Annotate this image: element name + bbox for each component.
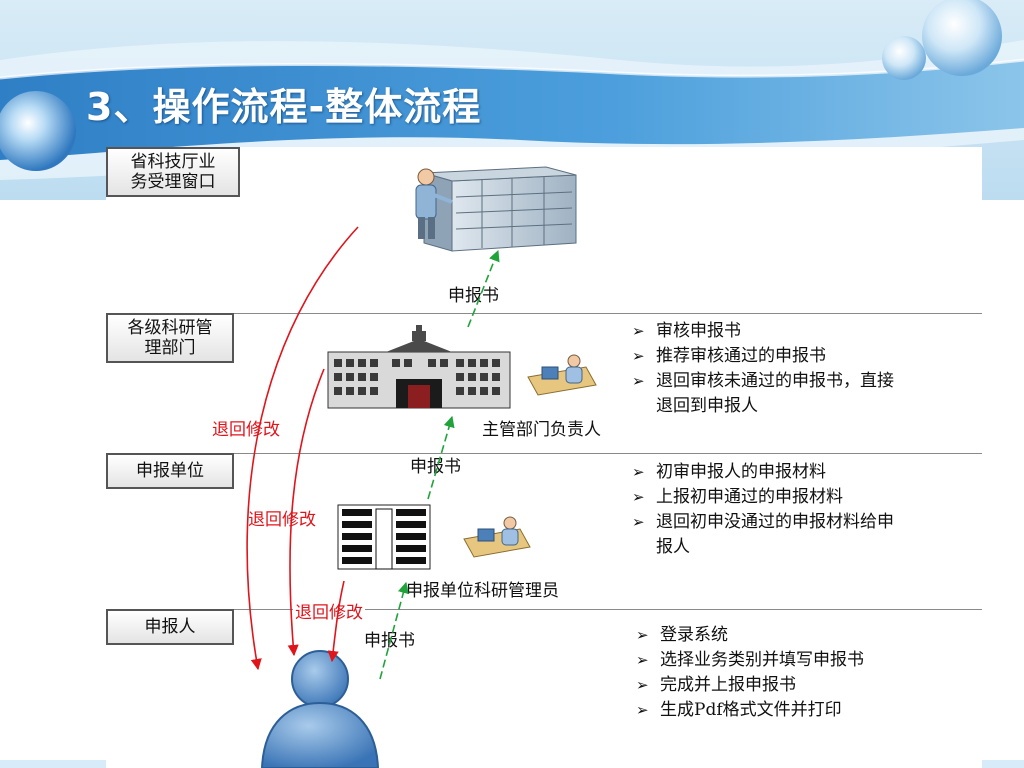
lane-label-applicant: 申报人 xyxy=(106,609,234,645)
return-arrow-unit xyxy=(327,580,345,663)
flow-label-doc-to-office: 申报书 xyxy=(448,286,499,306)
unit-admin-at-desk-icon xyxy=(463,516,531,558)
bullet-item: 退回初申没通过的申报材料给申 报人 xyxy=(632,510,972,560)
bullet-item: 登录系统 xyxy=(636,623,976,648)
bullet-item: 完成并上报申报书 xyxy=(636,673,976,698)
role-label-unit-admin: 申报单位科研管理员 xyxy=(406,581,559,601)
submit-arrow-to-office xyxy=(467,249,500,328)
orb-right-small-decoration xyxy=(882,36,926,80)
lane-divider xyxy=(106,453,982,454)
office-block-icon xyxy=(337,504,431,570)
server-rack-icon xyxy=(423,166,577,252)
return-arrow-dept xyxy=(287,368,325,657)
bullet-item: 推荐审核通过的申报书 xyxy=(632,344,972,369)
lane-divider xyxy=(106,313,982,314)
dept-head-at-desk-icon xyxy=(527,354,597,396)
applicant-person-icon xyxy=(260,650,380,768)
bullet-item: 审核申报书 xyxy=(632,319,972,344)
bullet-item: 初审申报人的申报材料 xyxy=(632,460,972,485)
swimlane-diagram: 省科技厅业 务受理窗口 各级科研管 理部门 申报单位 申报人 申报书 申报书 申… xyxy=(106,147,982,768)
bullet-item: 选择业务类别并填写申报书 xyxy=(636,648,976,673)
lane-label-applicant-unit: 申报单位 xyxy=(106,453,234,489)
bullets-applicant-unit: 初审申报人的申报材料 上报初申通过的申报材料 退回初申没通过的申报材料给申 报人 xyxy=(632,460,972,560)
return-label-dept: 退回修改 xyxy=(248,510,316,530)
bullets-applicant: 登录系统 选择业务类别并填写申报书 完成并上报申报书 生成Pdf格式文件并打印 xyxy=(636,623,976,723)
submit-arrow-to-unit xyxy=(379,581,409,680)
bullet-item: 上报初申通过的申报材料 xyxy=(632,485,972,510)
diagram-graphics xyxy=(246,166,597,768)
lane-label-research-dept: 各级科研管 理部门 xyxy=(106,313,234,363)
role-label-dept-head: 主管部门负责人 xyxy=(482,420,601,440)
bullets-research-dept: 审核申报书 推荐审核通过的申报书 退回审核未通过的申报书，直接 退回到申报人 xyxy=(632,319,972,419)
government-building-icon xyxy=(327,325,511,409)
operator-person-icon xyxy=(415,168,453,239)
orb-left-decoration xyxy=(0,91,76,171)
return-label-office: 退回修改 xyxy=(212,420,280,440)
lane-divider xyxy=(106,609,982,610)
return-label-unit: 退回修改 xyxy=(293,598,365,623)
orb-right-decoration xyxy=(922,0,1002,76)
lane-label-province-office: 省科技厅业 务受理窗口 xyxy=(106,147,240,197)
slide-title: 3、操作流程-整体流程 xyxy=(86,85,482,129)
bullet-item: 退回审核未通过的申报书，直接 退回到申报人 xyxy=(632,369,972,419)
return-arrow-office xyxy=(246,226,359,671)
bullet-item: 生成Pdf格式文件并打印 xyxy=(636,698,976,723)
flow-label-doc-to-dept: 申报书 xyxy=(410,457,461,477)
submit-arrow-to-dept xyxy=(427,415,455,500)
